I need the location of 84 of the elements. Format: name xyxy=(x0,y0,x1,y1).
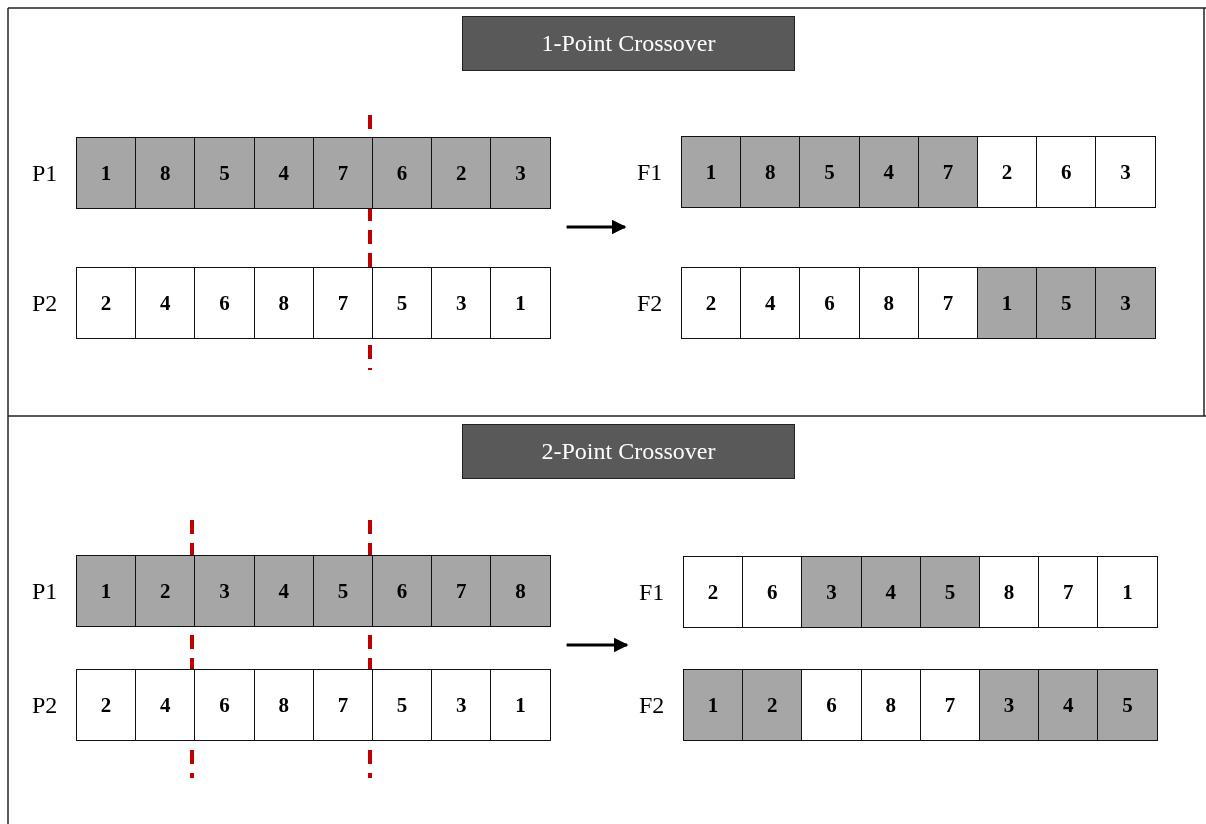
gene-cell: 5 xyxy=(194,137,255,209)
gene-cell: 6 xyxy=(1036,136,1097,208)
gene-cell: 6 xyxy=(742,556,803,628)
gene-cell: 6 xyxy=(799,267,860,339)
title-box: 1-Point Crossover xyxy=(462,16,795,71)
gene-cell: 6 xyxy=(801,669,862,741)
chromosome-row xyxy=(32,555,550,627)
gene-cell: 3 xyxy=(1095,267,1156,339)
row-label: F2 xyxy=(637,289,663,317)
chromosome-row xyxy=(637,267,1155,339)
row-label: P2 xyxy=(32,691,58,719)
gene-cell: 7 xyxy=(431,555,492,627)
gene-cell: 3 xyxy=(431,669,492,741)
chromosome-row xyxy=(32,267,550,339)
row-label: F1 xyxy=(637,158,663,186)
gene-cell: 4 xyxy=(253,555,314,627)
gene-cell: 4 xyxy=(253,137,314,209)
gene-cell: 8 xyxy=(858,267,919,339)
gene-cell: 6 xyxy=(194,669,255,741)
gene-cell: 5 xyxy=(372,669,433,741)
gene-cell: 4 xyxy=(135,669,196,741)
gene-cell: 8 xyxy=(740,136,801,208)
gene-cell: 8 xyxy=(253,267,314,339)
gene-cell: 5 xyxy=(919,556,980,628)
gene-cell: 5 xyxy=(1097,669,1158,741)
gene-cell: 4 xyxy=(1038,669,1099,741)
gene-cell: 6 xyxy=(194,267,255,339)
gene-cell: 7 xyxy=(917,267,978,339)
gene-cell: 5 xyxy=(372,267,433,339)
gene-cell: 2 xyxy=(431,137,492,209)
gene-cell: 6 xyxy=(372,137,433,209)
chromosome-row xyxy=(637,136,1155,208)
chromosome-row xyxy=(639,556,1157,628)
gene-cell: 7 xyxy=(1038,556,1099,628)
gene-cell: 1 xyxy=(490,669,551,741)
gene-cell: 8 xyxy=(860,669,921,741)
gene-cell: 3 xyxy=(1095,136,1156,208)
gene-cell: 7 xyxy=(312,267,373,339)
gene-cell: 3 xyxy=(194,555,255,627)
gene-cell: 7 xyxy=(919,669,980,741)
chromosome-row xyxy=(639,669,1157,741)
row-label: F1 xyxy=(639,578,665,606)
gene-cell: 5 xyxy=(1036,267,1097,339)
gene-cell: 3 xyxy=(979,669,1040,741)
gene-cell: 6 xyxy=(372,555,433,627)
gene-cell: 2 xyxy=(76,669,137,741)
gene-cell: 5 xyxy=(312,555,373,627)
gene-cell: 1 xyxy=(1097,556,1158,628)
gene-cell: 7 xyxy=(917,136,978,208)
gene-cell: 3 xyxy=(431,267,492,339)
gene-cell: 4 xyxy=(858,136,919,208)
chromosome-row xyxy=(32,669,550,741)
gene-cell: 3 xyxy=(801,556,862,628)
gene-cell: 1 xyxy=(76,555,137,627)
gene-cell: 2 xyxy=(681,267,742,339)
title-box: 2-Point Crossover xyxy=(462,424,795,479)
arrow xyxy=(566,219,627,235)
gene-cell: 7 xyxy=(312,669,373,741)
gene-cell: 2 xyxy=(135,555,196,627)
gene-cell: 5 xyxy=(799,136,860,208)
row-label: P1 xyxy=(32,159,58,187)
gene-cell: 2 xyxy=(76,267,137,339)
gene-cell: 1 xyxy=(977,267,1038,339)
gene-cell: 4 xyxy=(860,556,921,628)
gene-cell: 8 xyxy=(979,556,1040,628)
row-label: P1 xyxy=(32,577,58,605)
gene-cell: 8 xyxy=(490,555,551,627)
gene-cell: 4 xyxy=(740,267,801,339)
gene-cell: 7 xyxy=(312,137,373,209)
gene-cell: 2 xyxy=(742,669,803,741)
gene-cell: 8 xyxy=(253,669,314,741)
gene-cell: 1 xyxy=(683,669,744,741)
gene-cell: 1 xyxy=(681,136,742,208)
gene-cell: 8 xyxy=(135,137,196,209)
chromosome-row xyxy=(32,137,550,209)
gene-cell: 1 xyxy=(76,137,137,209)
arrow xyxy=(566,637,629,653)
gene-cell: 1 xyxy=(490,267,551,339)
row-label: P2 xyxy=(32,289,58,317)
gene-cell: 3 xyxy=(490,137,551,209)
row-label: F2 xyxy=(639,691,665,719)
gene-cell: 2 xyxy=(977,136,1038,208)
gene-cell: 2 xyxy=(683,556,744,628)
gene-cell: 4 xyxy=(135,267,196,339)
